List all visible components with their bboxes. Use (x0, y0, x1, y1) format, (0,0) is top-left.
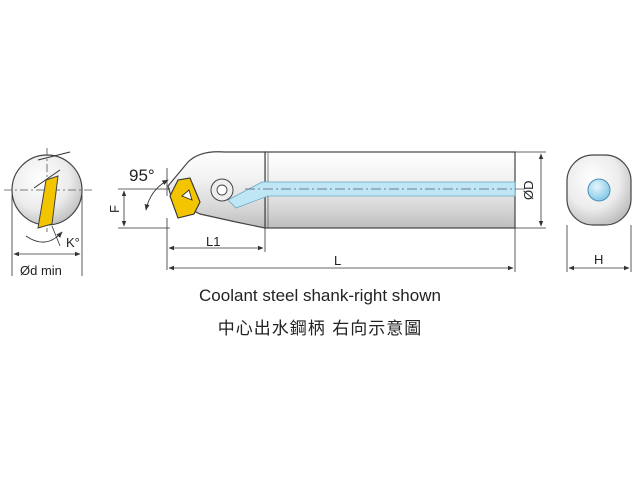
insert-hole (181, 189, 193, 201)
insert-side-view (37, 175, 59, 229)
clamp-screw-inner (216, 184, 228, 196)
section-line (37, 151, 71, 161)
coolant-channel (227, 181, 516, 209)
caption-english: Coolant steel shank-right shown (199, 286, 441, 305)
insert-trigon (169, 177, 201, 219)
angle-arc (144, 179, 169, 211)
dmin-label: Ød min (20, 263, 62, 278)
right-end-view: H (566, 154, 632, 272)
h-label: H (594, 252, 603, 267)
kappa-label: K° (66, 235, 80, 250)
kappa-arc (25, 231, 63, 243)
l1-label: L1 (206, 234, 220, 249)
kappa-leader (51, 225, 61, 247)
section-line (33, 169, 61, 189)
left-end-view: K° Ød min (4, 148, 92, 278)
angle-label: 95° (129, 166, 155, 185)
coolant-hole (587, 178, 611, 202)
caption-chinese: 中心出水鋼柄 右向示意圖 (217, 319, 423, 339)
f-label: F (107, 205, 122, 213)
od-label: ØD (521, 181, 536, 201)
side-view: 95° F L1 L ØD (107, 151, 546, 272)
l-label: L (334, 253, 341, 268)
